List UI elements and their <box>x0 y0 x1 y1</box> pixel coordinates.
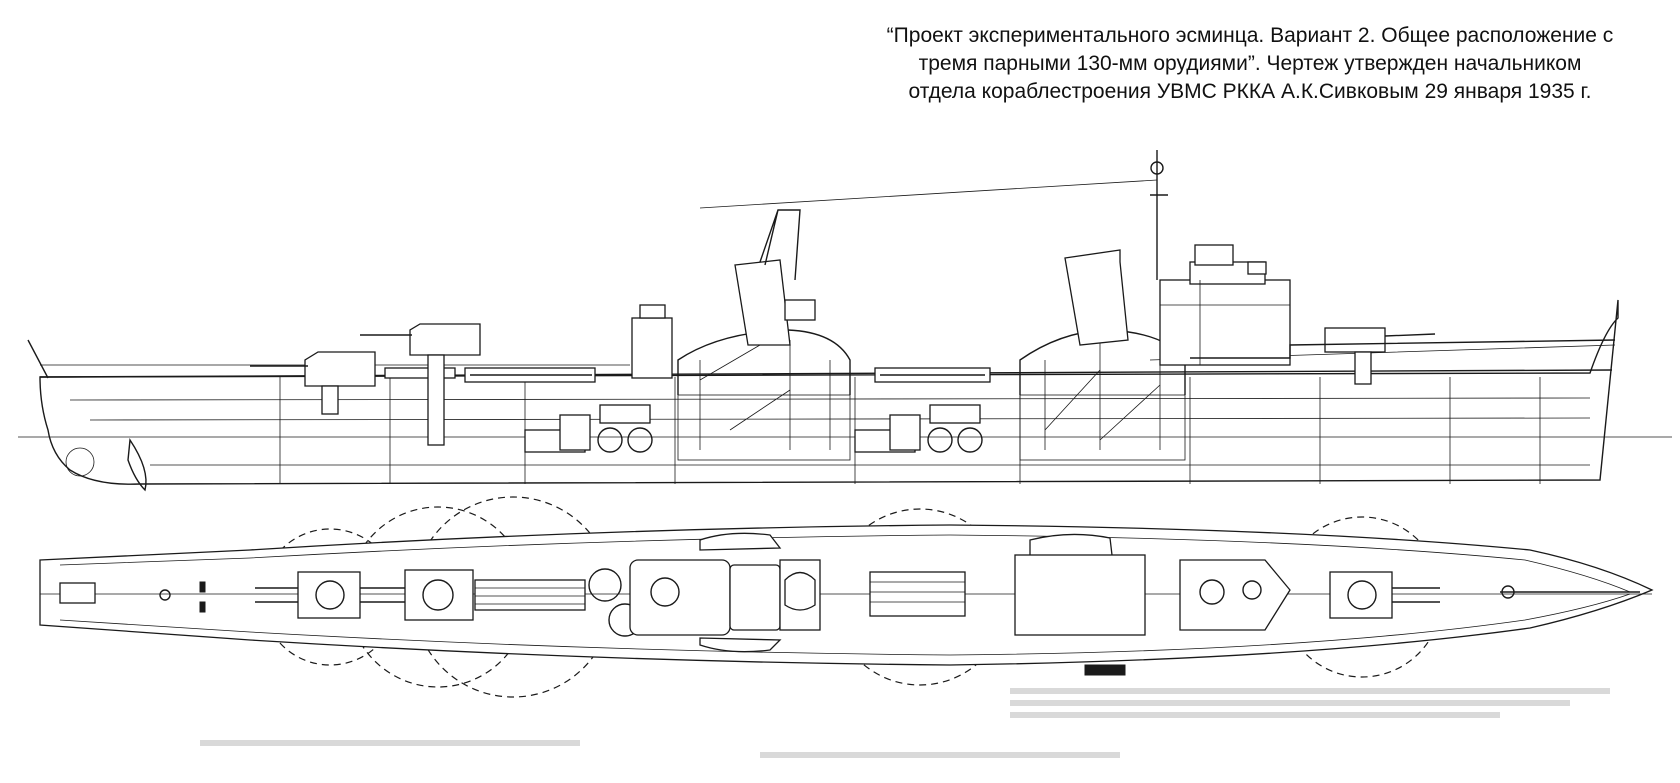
accommodation-ladder <box>1084 664 1126 676</box>
torpedo-tubes-plan-aft <box>474 579 586 611</box>
caption-line-3: отдела кораблестроения УВМС РККА А.К.Сив… <box>908 80 1592 103</box>
after-funnel <box>734 259 791 346</box>
turret-aft-1 <box>255 571 361 619</box>
stern-fittings <box>59 581 206 613</box>
forecastle-deck <box>1190 339 1616 359</box>
side-elevation <box>18 150 1672 492</box>
caption-line-2: тремя парными 130-мм орудиями”. Чертеж у… <box>918 52 1582 75</box>
turbine-set-1 <box>524 404 653 453</box>
main-deck-line <box>39 369 1613 378</box>
drawing-caption: “Проект экспериментального эсминца. Вари… <box>840 22 1660 106</box>
after-deckhouse <box>631 317 673 379</box>
turret-forward <box>1329 571 1440 619</box>
gun-mount-aft-1 <box>250 351 376 415</box>
foremast <box>699 150 1168 280</box>
boiler-room-1 <box>677 329 851 461</box>
reverse-page-bleed <box>200 688 1610 758</box>
forward-funnel <box>1064 249 1129 346</box>
bridge-superstructure <box>1159 244 1291 366</box>
boat-stbd-aft <box>699 637 782 653</box>
torpedo-tubes-mid <box>874 367 991 383</box>
propeller <box>65 447 95 477</box>
gun-mount-forward <box>1324 327 1436 385</box>
torpedo-tubes-aft <box>464 367 596 383</box>
mid-platform <box>784 299 816 321</box>
hull-plan-outline <box>39 524 1654 666</box>
plan-view <box>39 496 1654 698</box>
boat-derrick <box>759 209 801 281</box>
turret-aft-2 <box>360 569 474 621</box>
after-funnel-plan <box>784 571 816 611</box>
turbine-set-2 <box>854 404 983 453</box>
gun-mount-aft-2 <box>360 323 481 446</box>
boat-port-aft <box>699 532 782 551</box>
after-searchlight-platform <box>639 304 666 319</box>
boat-port-fwd <box>1029 533 1113 557</box>
stern-staff <box>27 339 49 379</box>
torpedo-tubes-plan-mid <box>869 571 966 617</box>
rudder <box>127 437 147 492</box>
caption-line-1: “Проект экспериментального эсминца. Вари… <box>886 24 1614 47</box>
bridge-plan <box>1014 554 1291 636</box>
